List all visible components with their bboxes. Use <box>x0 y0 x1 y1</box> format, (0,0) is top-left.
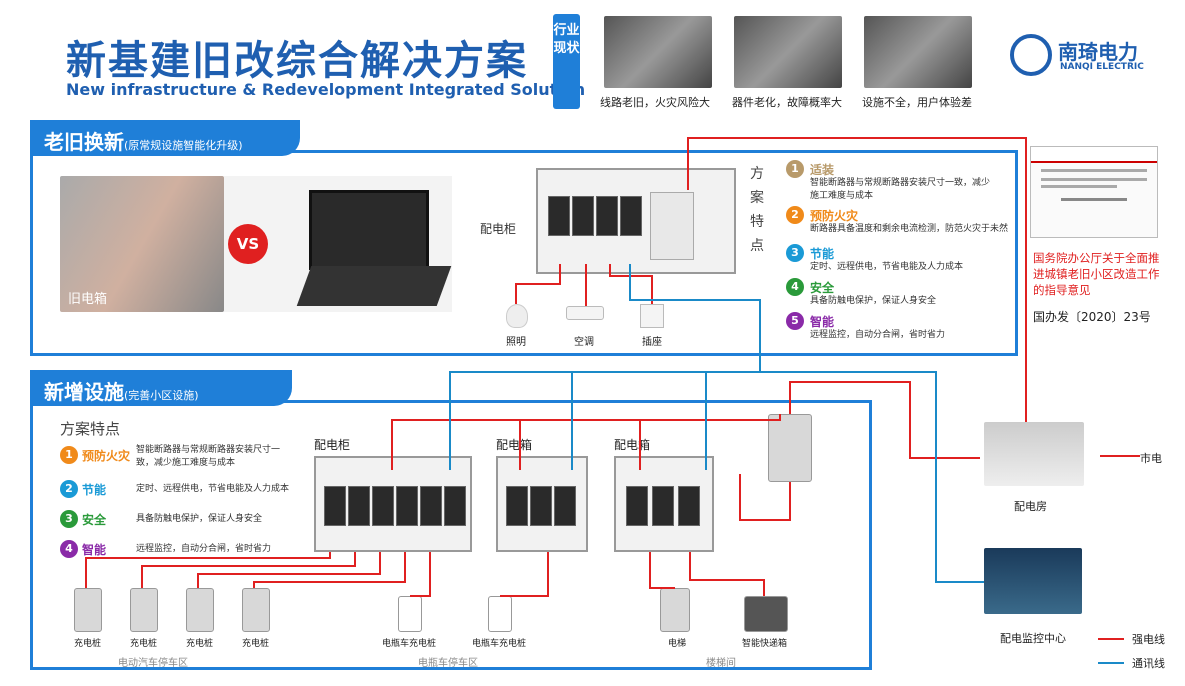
section2-plan-label: 方案特点 <box>60 420 121 438</box>
comm-line <box>760 371 984 583</box>
strong-line <box>689 552 765 596</box>
section2-cabinet-1 <box>314 456 472 552</box>
policy-doc-number: 国办发〔2020〕23号 <box>1033 310 1151 324</box>
monitor-center-label: 配电监控中心 <box>1000 632 1066 645</box>
strong-line <box>197 552 381 588</box>
ev-charger-icon <box>74 588 102 632</box>
section2-cabinet-2 <box>496 456 588 552</box>
status-caption-1: 线路老旧，火灾风险大 <box>600 96 710 109</box>
section2-cabinet-3 <box>614 456 714 552</box>
aircon-icon <box>566 306 604 320</box>
strong-line <box>789 381 980 459</box>
comm-line <box>449 264 761 470</box>
strong-line <box>253 552 406 588</box>
ebike-charger-icon <box>488 596 512 632</box>
logo-icon <box>1010 34 1052 76</box>
legend-strong-label: 强电线 <box>1132 633 1165 646</box>
section2-features: 1 预防火灾 智能断路器与常规断路器安装尺寸一致，减少施工难度与成本 2 节能 … <box>60 445 310 570</box>
ebike-charger-icon <box>398 596 422 632</box>
distribution-room-photo <box>984 422 1084 486</box>
box-label-2: 配电箱 <box>496 438 533 452</box>
strong-line <box>391 414 781 470</box>
parcel-locker-icon <box>744 596 788 632</box>
old-box-label: 旧电箱 <box>68 292 108 307</box>
grid-label: 市电 <box>1140 452 1162 465</box>
old-wiring-photo <box>604 16 712 88</box>
legend-comm-line <box>1098 662 1124 664</box>
company-logo: 南琦电力 NANQI ELECTRIC <box>1010 28 1160 83</box>
monitor-center-photo <box>984 548 1082 614</box>
aging-device-photo <box>734 16 842 88</box>
distribution-room-label: 配电房 <box>1014 500 1047 513</box>
zone-label-stair: 楼梯间 <box>706 658 736 669</box>
strong-line <box>85 552 331 588</box>
elevator-icon <box>660 588 690 632</box>
strong-line <box>739 474 791 521</box>
old-box-photo <box>60 176 224 312</box>
section1-plan-label: 方案特点 <box>750 166 764 254</box>
section1-features: 1 适装 智能断路器与常规断路器安装尺寸一致，减少施工难度与成本 2 预防火灾 … <box>786 160 1016 346</box>
strong-line <box>141 552 356 588</box>
status-caption-2: 器件老化，故障概率大 <box>732 96 842 109</box>
section1-cabinet-label: 配电柜 <box>480 222 517 236</box>
policy-title: 国务院办公厅关于全面推进城镇老旧小区改造工作的指导意见 <box>1033 251 1160 297</box>
page-subtitle: New infrastructure & Redevelopment Integ… <box>66 80 586 99</box>
legend-strong-line <box>1098 638 1124 640</box>
industry-status-tag: 行业现状 <box>553 14 580 109</box>
status-caption-3: 设施不全，用户体验差 <box>862 96 972 109</box>
section-new-facilities-header: 新增设施(完善小区设施) <box>30 370 292 406</box>
vs-badge: VS <box>228 224 268 264</box>
strong-line <box>687 137 1027 422</box>
smart-meter-device <box>768 414 812 482</box>
box-label-1: 配电柜 <box>314 438 351 452</box>
load-label-lighting: 照明 <box>506 337 526 348</box>
old-street-photo <box>864 16 972 88</box>
zone-label-ev: 电动汽车停车区 <box>118 658 188 669</box>
ev-charger-icon <box>242 588 270 632</box>
load-label-aircon: 空调 <box>574 337 594 348</box>
ev-charger-icon <box>186 588 214 632</box>
load-label-socket: 插座 <box>642 337 662 348</box>
feature-number: 1 <box>786 160 804 178</box>
zone-label-ebike: 电瓶车停车区 <box>418 658 478 669</box>
policy-document-image <box>1030 146 1158 238</box>
bulb-icon <box>506 304 528 328</box>
page-title: 新基建旧改综合解决方案 <box>66 38 528 84</box>
socket-icon <box>640 304 664 328</box>
strong-line <box>515 264 561 304</box>
section-old-replace-header: 老旧换新(原常规设施智能化升级) <box>30 120 300 156</box>
strong-line <box>649 552 675 589</box>
strong-line <box>500 552 549 597</box>
section1-cabinet <box>536 168 736 274</box>
ev-charger-icon <box>130 588 158 632</box>
section-old-replace-frame <box>30 150 1018 356</box>
legend-comm-label: 通讯线 <box>1132 657 1165 670</box>
box-label-3: 配电箱 <box>614 438 651 452</box>
strong-line <box>410 552 431 597</box>
